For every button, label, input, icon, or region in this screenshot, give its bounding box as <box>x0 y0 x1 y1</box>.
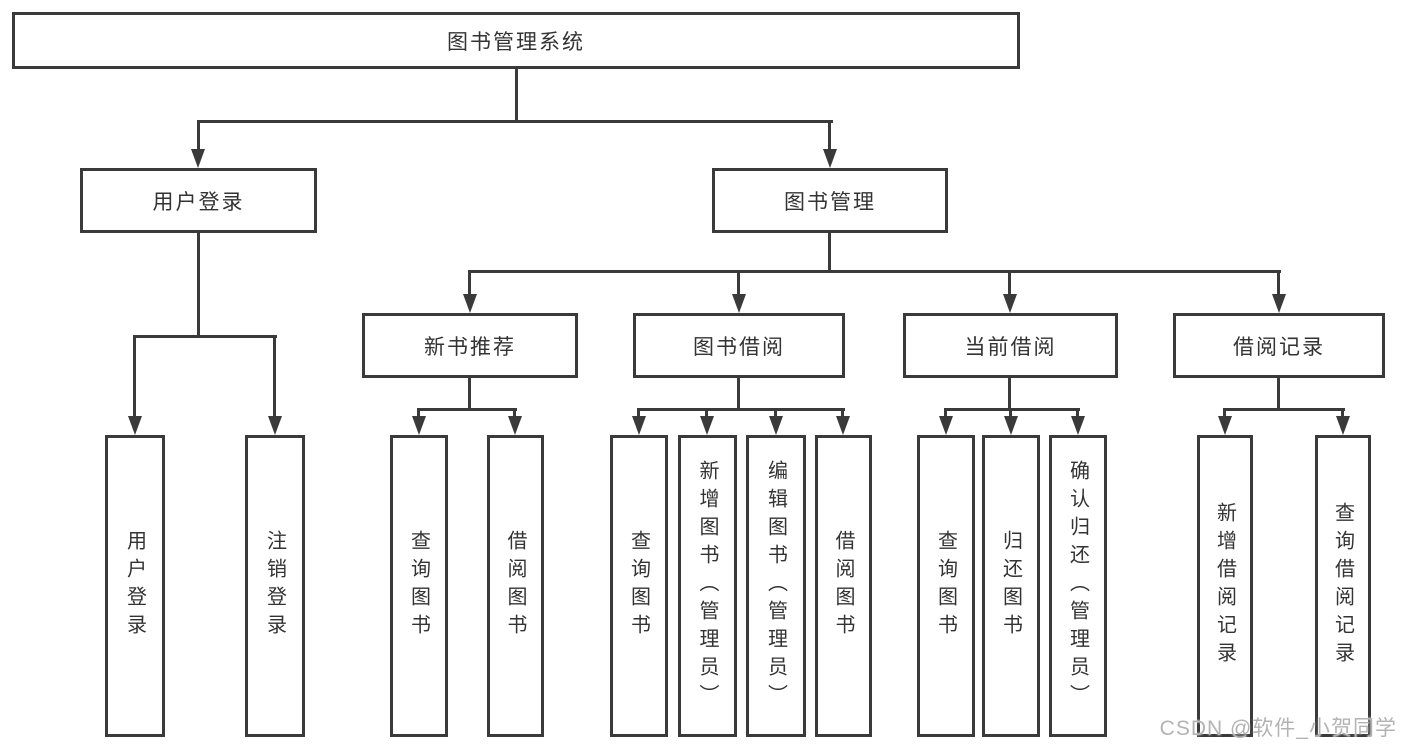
arrow-down-icon <box>1003 294 1017 313</box>
leaf-return-book: 归还图书 <box>982 435 1040 737</box>
connector-level1-rail <box>197 120 833 123</box>
arrow-down-icon <box>732 294 746 313</box>
arrow-down-icon <box>700 416 714 435</box>
arrow-down-icon <box>412 416 426 435</box>
connector-user-login-stub <box>197 233 200 335</box>
leaf-query-books-borrow: 查询图书 <box>610 435 668 737</box>
arrow-down-icon <box>268 416 282 435</box>
node-new-book-recommend: 新书推荐 <box>362 313 578 378</box>
leaf-query-books-recommend: 查询图书 <box>390 435 448 737</box>
arrow-down-icon <box>1004 416 1018 435</box>
node-current-borrow-label: 当前借阅 <box>964 335 1057 359</box>
connector-book-management-stub <box>828 233 831 270</box>
node-book-borrow: 图书借阅 <box>633 313 845 378</box>
arrow-down-icon <box>836 416 850 435</box>
node-book-management: 图书管理 <box>712 168 948 233</box>
arrow-down-icon <box>939 416 953 435</box>
leaf-edit-book-admin: 编辑图书（管理员） <box>746 435 806 737</box>
arrow-down-icon <box>1071 416 1085 435</box>
connector-drop-leaf <box>637 408 640 418</box>
connector-group-stub <box>1277 378 1280 408</box>
arrow-down-icon <box>191 149 205 168</box>
connector-group-rail <box>944 408 1080 411</box>
node-borrow-records-label: 借阅记录 <box>1233 335 1325 359</box>
connector-drop-leaf <box>1223 408 1226 418</box>
connector-group-stub <box>468 378 471 408</box>
connector-root-stub <box>515 68 518 120</box>
leaf-logout: 注销登录 <box>245 435 305 737</box>
node-root-label: 图书管理系统 <box>447 30 585 54</box>
node-book-borrow-label: 图书借阅 <box>693 335 785 359</box>
arrow-down-icon <box>463 294 477 313</box>
connector-group-stub <box>737 378 740 408</box>
node-borrow-records: 借阅记录 <box>1173 313 1385 378</box>
leaf-user-login: 用户登录 <box>105 435 165 737</box>
connector-group-rail <box>1223 408 1345 411</box>
arrow-down-icon <box>1272 294 1286 313</box>
connector-level2-rail <box>468 270 1281 273</box>
node-user-login: 用户登录 <box>80 168 317 233</box>
node-root: 图书管理系统 <box>12 12 1020 69</box>
leaf-query-borrow-record: 查询借阅记录 <box>1315 435 1371 737</box>
arrow-down-icon <box>769 416 783 435</box>
connector-drop-leaf <box>1076 408 1079 418</box>
node-current-borrow: 当前借阅 <box>903 313 1118 378</box>
leaf-query-books-current: 查询图书 <box>917 435 975 737</box>
connector-drop-leaf <box>273 335 276 417</box>
arrow-down-icon <box>128 416 142 435</box>
connector-drop-leaf <box>1341 408 1344 418</box>
node-user-login-label: 用户登录 <box>152 190 245 214</box>
connector-drop-group <box>1277 270 1280 295</box>
csdn-watermark: CSDN @软件_小贺同学 <box>1159 717 1397 740</box>
leaf-borrow-books: 借阅图书 <box>815 435 872 737</box>
connector-drop-leaf <box>944 408 947 418</box>
connector-group-rail <box>637 408 845 411</box>
arrow-down-icon <box>823 149 837 168</box>
connector-drop-group <box>1008 270 1011 295</box>
leaf-confirm-return-admin: 确认归还（管理员） <box>1049 435 1107 737</box>
connector-group-rail <box>417 408 517 411</box>
connector-drop-leaf <box>1009 408 1012 418</box>
arrow-down-icon <box>1336 416 1350 435</box>
connector-drop-leaf <box>417 408 420 418</box>
arrow-down-icon <box>1218 416 1232 435</box>
leaf-add-borrow-record: 新增借阅记录 <box>1197 435 1253 737</box>
arrow-down-icon <box>632 416 646 435</box>
connector-drop-leaf <box>841 408 844 418</box>
connector-drop-group <box>737 270 740 295</box>
node-new-book-recommend-label: 新书推荐 <box>424 335 516 359</box>
connector-drop-leaf <box>774 408 777 418</box>
connector-drop-group <box>468 270 471 295</box>
node-book-management-label: 图书管理 <box>784 190 876 214</box>
connector-drop-leaf <box>705 408 708 418</box>
connector-drop-user-login <box>197 120 200 150</box>
leaf-borrow-books-recommend: 借阅图书 <box>487 435 544 737</box>
connector-drop-book-management <box>828 120 831 150</box>
arrow-down-icon <box>508 416 522 435</box>
leaf-add-book-admin: 新增图书（管理员） <box>678 435 737 737</box>
connector-user-login-rail <box>133 335 277 338</box>
connector-group-stub <box>1008 378 1011 408</box>
connector-drop-leaf <box>133 335 136 417</box>
connector-drop-leaf <box>513 408 516 418</box>
